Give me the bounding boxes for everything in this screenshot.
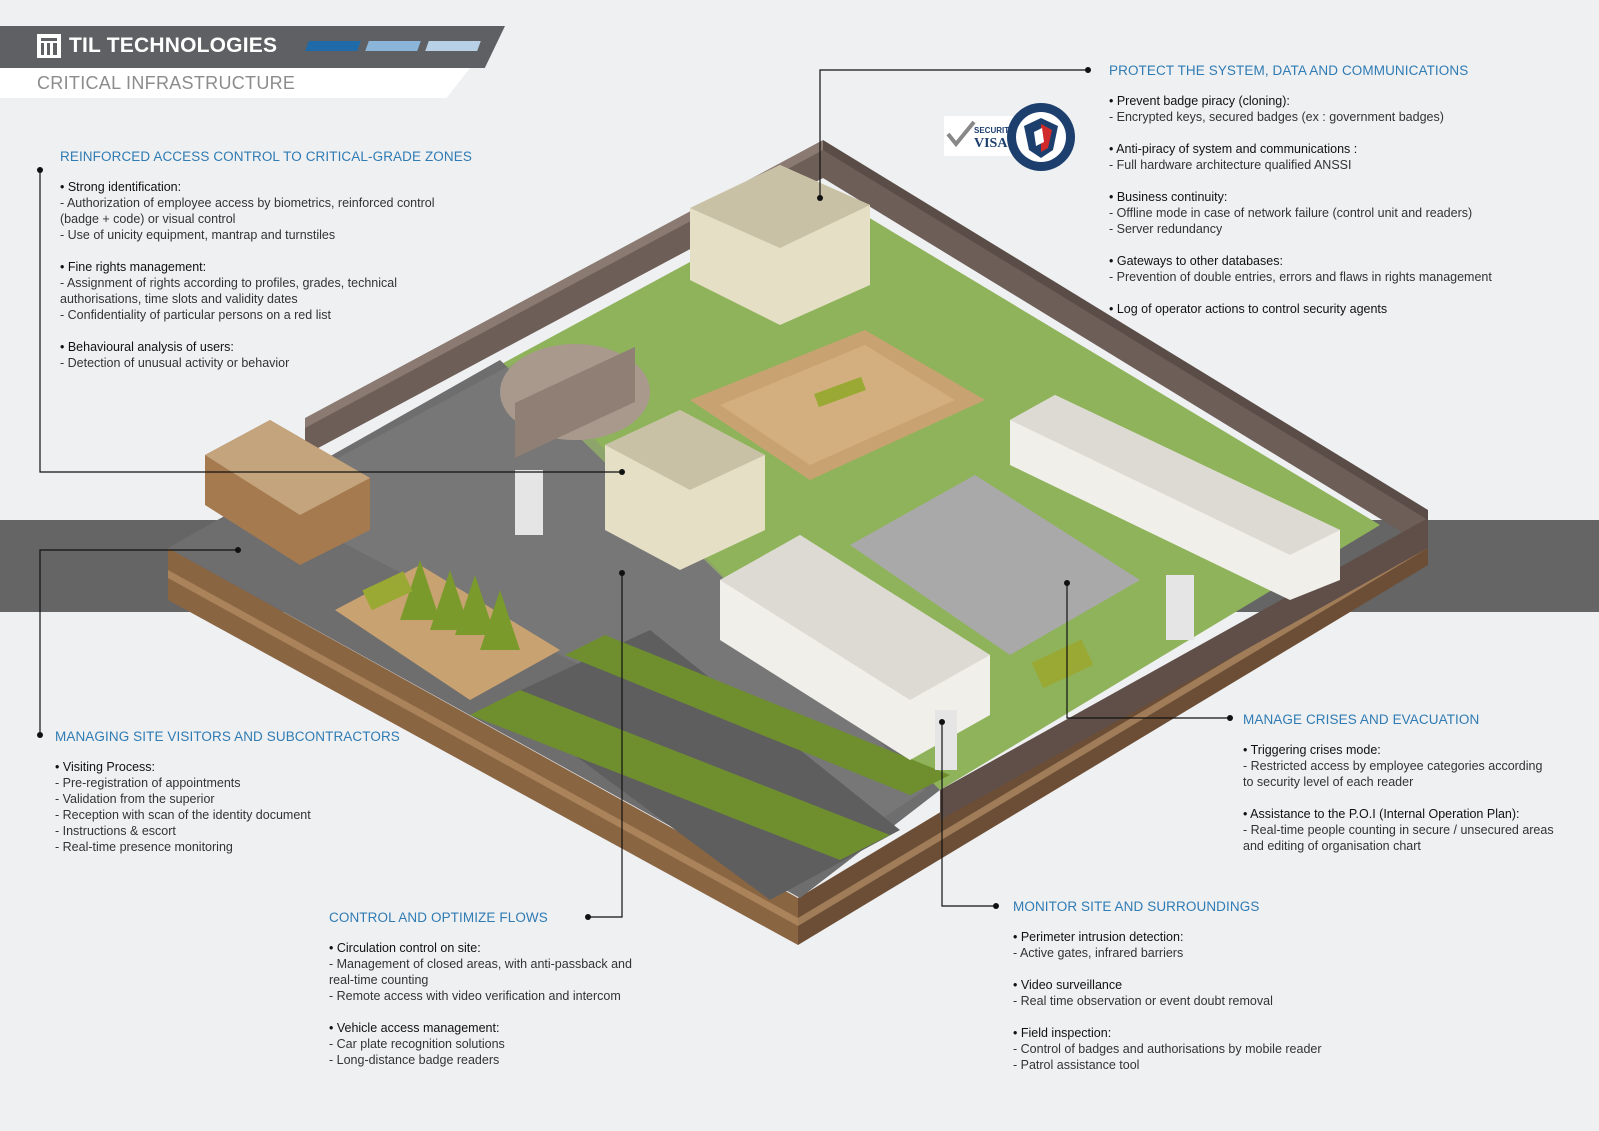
feature-detail: - Management of closed areas, with anti-… xyxy=(329,957,632,971)
section-protect-system: PROTECT THE SYSTEM, DATA AND COMMUNICATI… xyxy=(1109,63,1579,333)
check-icon xyxy=(946,120,976,148)
feature-detail: real-time counting xyxy=(329,973,429,987)
feature-heading: • Gateways to other databases: xyxy=(1109,254,1283,268)
section-title: MANAGE CRISES AND EVACUATION xyxy=(1243,712,1480,727)
feature-heading: • Triggering crises mode: xyxy=(1243,743,1381,757)
feature-detail: - Active gates, infrared barriers xyxy=(1013,946,1184,960)
company-name: TIL TECHNOLOGIES xyxy=(69,34,278,57)
feature-detail: (badge + code) or visual control xyxy=(60,212,236,226)
wall-top-right xyxy=(823,140,1428,520)
section-access-control: REINFORCED ACCESS CONTROL TO CRITICAL-GR… xyxy=(60,149,480,387)
feature-heading: • Assistance to the P.O.I (Internal Oper… xyxy=(1243,807,1520,821)
feature-detail: - Use of unicity equipment, mantrap and … xyxy=(60,228,336,242)
feature-group: • Triggering crises mode: - Restricted ac… xyxy=(1243,742,1583,790)
feature-heading: • Business continuity: xyxy=(1109,190,1228,204)
feature-detail: to security level of each reader xyxy=(1243,775,1414,789)
feature-heading: • Circulation control on site: xyxy=(329,941,481,955)
watch-tower xyxy=(515,470,543,535)
section-title: MANAGING SITE VISITORS AND SUBCONTRACTOR… xyxy=(55,729,400,744)
feature-detail: - Control of badges and authorisations b… xyxy=(1013,1042,1322,1056)
feature-detail: - Detection of unusual activity or behav… xyxy=(60,356,290,370)
feature-detail: - Pre-registration of appointments xyxy=(55,776,241,790)
feature-detail: - Validation from the superior xyxy=(55,792,215,806)
helicopter xyxy=(814,376,866,408)
feature-group: • Field inspection: - Control of badges a… xyxy=(1013,1025,1373,1073)
feature-heading: • Vehicle access management: xyxy=(329,1021,500,1035)
inner-ground xyxy=(352,190,1380,790)
feature-detail: - Real time observation or event doubt r… xyxy=(1013,994,1273,1008)
feature-detail: - Reception with scan of the identity do… xyxy=(55,808,311,822)
svg-text:VISA: VISA xyxy=(974,136,1008,151)
feature-detail: - Full hardware architecture qualified A… xyxy=(1109,158,1352,172)
feature-detail: - Instructions & escort xyxy=(55,824,176,838)
feature-group: • Perimeter intrusion detection: - Active… xyxy=(1013,929,1373,961)
svg-text:SECURITY: SECURITY xyxy=(974,126,1015,135)
feature-group: • Assistance to the P.O.I (Internal Oper… xyxy=(1243,806,1583,854)
section-title: MONITOR SITE AND SURROUNDINGS xyxy=(1013,899,1260,914)
hedge xyxy=(470,690,890,860)
section-site-visitors: MANAGING SITE VISITORS AND SUBCONTRACTOR… xyxy=(55,729,415,871)
feature-group: • Behavioural analysis of users: - Detect… xyxy=(60,339,480,371)
feature-heading: • Behavioural analysis of users: xyxy=(60,340,234,354)
section-title: PROTECT THE SYSTEM, DATA AND COMMUNICATI… xyxy=(1109,63,1469,78)
feature-group: • Visiting Process: - Pre-registration of… xyxy=(55,759,415,855)
feature-detail: - Encrypted keys, secured badges (ex : g… xyxy=(1109,110,1444,124)
subtitle-bar xyxy=(0,68,470,98)
feature-detail: - Prevention of double entries, errors a… xyxy=(1109,270,1492,284)
feature-detail: - Long-distance badge readers xyxy=(329,1053,500,1067)
feature-group: • Strong identification: - Authorization … xyxy=(60,179,480,243)
feature-group: • Gateways to other databases: - Preventi… xyxy=(1109,253,1579,285)
feature-heading: • Field inspection: xyxy=(1013,1026,1112,1040)
feature-detail: - Real-time people counting in secure / … xyxy=(1243,823,1554,837)
feature-group: • Anti-piracy of system and communicatio… xyxy=(1109,141,1579,173)
feature-detail: - Authorization of employee access by bi… xyxy=(60,196,435,210)
feature-heading: • Fine rights management: xyxy=(60,260,207,274)
tree xyxy=(400,560,440,620)
truck xyxy=(362,571,413,611)
feature-heading: • Video surveillance xyxy=(1013,978,1123,992)
feature-group: • Fine rights management: - Assignment of… xyxy=(60,259,480,323)
feature-detail: authorisations, time slots and validity … xyxy=(60,292,298,306)
header-bar xyxy=(0,26,505,68)
til-logo-icon xyxy=(37,34,61,58)
section-title: CONTROL AND OPTIMIZE FLOWS xyxy=(329,910,548,925)
feature-group: • Circulation control on site: - Manageme… xyxy=(329,940,669,1004)
feature-detail: - Car plate recognition solutions xyxy=(329,1037,505,1051)
feature-heading: • Anti-piracy of system and communicatio… xyxy=(1109,142,1358,156)
feature-group: • Log of operator actions to control sec… xyxy=(1109,301,1579,317)
feature-detail: and editing of organisation chart xyxy=(1243,839,1421,853)
feature-heading: • Prevent badge piracy (cloning): xyxy=(1109,94,1290,108)
tank xyxy=(1031,639,1094,689)
feature-detail: - Restricted access by employee categori… xyxy=(1243,759,1543,773)
feature-heading: • Log of operator actions to control sec… xyxy=(1109,302,1388,316)
section-control-flows: CONTROL AND OPTIMIZE FLOWS • Circulation… xyxy=(329,910,669,1084)
feature-group: • Video surveillance - Real time observat… xyxy=(1013,977,1373,1009)
feature-group: • Vehicle access management: - Car plate … xyxy=(329,1020,669,1068)
page-subtitle: CRITICAL INFRASTRUCTURE xyxy=(37,73,296,93)
feature-group: • Prevent badge piracy (cloning): - Encry… xyxy=(1109,93,1579,125)
feature-detail: - Patrol assistance tool xyxy=(1013,1058,1140,1072)
feature-heading: • Visiting Process: xyxy=(55,760,156,774)
anssi-emblem-icon xyxy=(1007,103,1075,171)
feature-detail: - Confidentiality of particular persons … xyxy=(60,308,331,322)
feature-detail: - Offline mode in case of network failur… xyxy=(1109,206,1473,220)
section-title: REINFORCED ACCESS CONTROL TO CRITICAL-GR… xyxy=(60,149,472,164)
section-crises-evacuation: MANAGE CRISES AND EVACUATION • Triggerin… xyxy=(1243,712,1583,870)
feature-detail: - Assignment of rights according to prof… xyxy=(60,276,397,290)
section-monitor-site: MONITOR SITE AND SURROUNDINGS • Perimete… xyxy=(1013,899,1373,1089)
feature-group: • Business continuity: - Offline mode in … xyxy=(1109,189,1579,237)
feature-heading: • Strong identification: xyxy=(60,180,182,194)
feature-detail: - Real-time presence monitoring xyxy=(55,840,233,854)
feature-heading: • Perimeter intrusion detection: xyxy=(1013,930,1184,944)
feature-detail: - Server redundancy xyxy=(1109,222,1223,236)
feature-detail: - Remote access with video verification … xyxy=(329,989,621,1003)
